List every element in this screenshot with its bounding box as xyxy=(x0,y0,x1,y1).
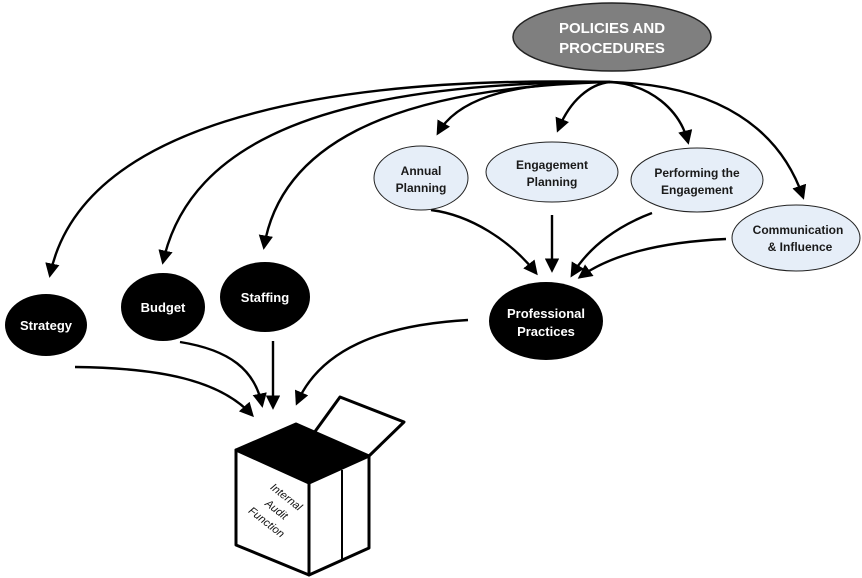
arrow-communication-to-practices xyxy=(577,237,727,279)
node-communication-influence: Communication & Influence xyxy=(731,204,861,272)
arrow-annual-to-practices xyxy=(430,208,538,276)
arrow-policies-to-annual xyxy=(436,80,611,136)
annual-planning-line1: Annual xyxy=(401,164,442,178)
node-budget: Budget xyxy=(121,273,205,341)
budget-label: Budget xyxy=(141,300,186,315)
policy-arrows xyxy=(45,80,807,278)
arrow-policies-to-budget xyxy=(158,80,611,265)
internal-audit-box xyxy=(234,395,406,577)
engagement-planning-line2: Planning xyxy=(527,175,578,189)
annual-planning-ellipse xyxy=(373,145,469,211)
staffing-label: Staffing xyxy=(241,290,289,305)
node-strategy: Strategy xyxy=(5,294,87,356)
node-policies-and-procedures: POLICIES AND PROCEDURES xyxy=(512,2,712,72)
professional-practices-line1: Professional xyxy=(507,306,585,321)
budget-ellipse xyxy=(121,273,205,341)
arrow-practices-to-box xyxy=(294,318,469,406)
arrow-policies-to-engagement-planning xyxy=(555,80,611,133)
node-annual-planning: Annual Planning xyxy=(373,145,469,211)
communication-line1: Communication xyxy=(753,223,844,237)
box-arrows xyxy=(74,318,469,418)
performing-line2: Engagement xyxy=(661,183,733,197)
communication-line2: & Influence xyxy=(768,240,833,254)
node-staffing: Staffing xyxy=(220,262,310,332)
performing-line1: Performing the xyxy=(654,166,740,180)
node-engagement-planning: Engagement Planning xyxy=(485,141,619,203)
node-performing-the-engagement: Performing the Engagement xyxy=(630,147,764,213)
arrow-strategy-to-box xyxy=(74,365,254,418)
communication-ellipse xyxy=(731,204,861,272)
performing-ellipse xyxy=(630,147,764,213)
arrow-policies-to-communication xyxy=(609,80,807,200)
engagement-planning-line1: Engagement xyxy=(516,158,588,172)
practice-arrows xyxy=(430,208,727,279)
staffing-ellipse xyxy=(220,262,310,332)
arrow-budget-to-box xyxy=(179,340,267,408)
annual-planning-line2: Planning xyxy=(396,181,447,195)
arrow-policies-to-strategy xyxy=(45,80,611,278)
policies-ellipse xyxy=(512,2,712,72)
arrow-performing-to-practices xyxy=(570,211,653,278)
box-side xyxy=(307,454,371,577)
engagement-planning-ellipse xyxy=(485,141,619,203)
strategy-ellipse xyxy=(5,294,87,356)
strategy-label: Strategy xyxy=(20,318,73,333)
professional-practices-ellipse xyxy=(489,282,603,360)
policies-label-line1: POLICIES AND xyxy=(559,20,665,37)
policies-label-line2: PROCEDURES xyxy=(559,40,665,57)
professional-practices-line2: Practices xyxy=(517,324,575,339)
node-professional-practices: Professional Practices xyxy=(489,282,603,360)
